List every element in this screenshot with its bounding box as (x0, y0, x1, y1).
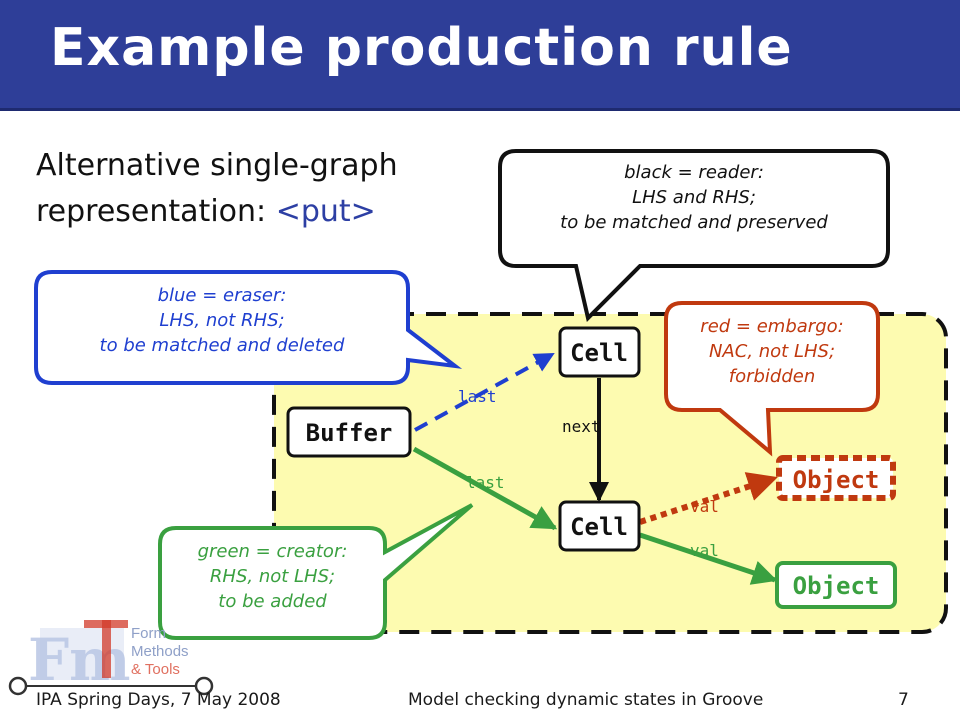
callout-embargo-shape (664, 301, 880, 457)
node-cell-bottom-box (558, 500, 641, 552)
edge-label-last-blue: last (458, 387, 497, 406)
callout-creator-text: green = creator: RHS, not LHS; to be add… (160, 539, 385, 614)
callout-eraser-shape (34, 270, 463, 385)
node-cell-bottom-label: Cell (570, 513, 628, 541)
callout-creator-line-2: RHS, not LHS; (209, 566, 336, 587)
node-object-red-box (776, 455, 896, 501)
callout-creator-line-1: green = creator: (197, 541, 348, 562)
edge-val-red (639, 472, 778, 525)
slide-title: Example production rule (50, 18, 793, 78)
fmt-logo-line-3: & Tools (131, 661, 180, 678)
footer-left: IPA Spring Days, 7 May 2008 (36, 690, 281, 710)
edge-label-val-green: val (690, 541, 719, 560)
callout-embargo-line-2: NAC, not LHS; (708, 341, 836, 362)
node-object-green-box (775, 561, 897, 609)
page-number: 7 (898, 690, 909, 710)
subtitle-line-2-text: representation: (36, 194, 267, 229)
node-buffer-label: Buffer (306, 419, 393, 447)
subtitle-line-1: Alternative single-graph (36, 148, 398, 183)
node-cell-top-label: Cell (570, 339, 628, 367)
callout-creator-line-3: to be added (218, 591, 327, 612)
callout-reader-line-1: black = reader: (624, 162, 764, 183)
subtitle-line-2: representation: <put> (36, 189, 398, 235)
edge-last-blue (414, 352, 555, 432)
callout-eraser-line-2: LHS, not RHS; (159, 310, 285, 331)
edge-label-val-red: val (690, 497, 719, 516)
callout-eraser-line-3: to be matched and deleted (99, 335, 345, 356)
callout-embargo-text: red = embargo: NAC, not LHS; forbidden (666, 314, 878, 389)
node-object-green-label: Object (793, 572, 880, 600)
callout-reader-line-3: to be matched and preserved (560, 212, 828, 233)
footer-knob-right (194, 676, 214, 696)
edge-last-green (412, 446, 558, 531)
subtitle-code: <put> (275, 194, 376, 229)
node-cell-top-box (558, 326, 641, 378)
callout-creator-shape (158, 503, 474, 640)
callout-eraser-text: blue = eraser: LHS, not RHS; to be match… (36, 283, 408, 358)
callout-embargo-line-3: forbidden (728, 366, 816, 387)
edge-label-next: next (562, 417, 601, 436)
fmt-logo-line-2: Methods (131, 643, 189, 660)
edge-label-last-green: last (466, 473, 505, 492)
callout-embargo-line-1: red = embargo: (700, 316, 844, 337)
edge-val-green (639, 532, 778, 585)
node-buffer-box (286, 406, 412, 458)
footer-knob-left (8, 676, 28, 696)
fmt-logo-line-1: Form (131, 625, 166, 642)
callout-reader-text: black = reader: LHS and RHS; to be match… (500, 160, 888, 235)
footer-center: Model checking dynamic states in Groove (408, 690, 764, 710)
node-object-red-label: Object (793, 466, 880, 494)
fmt-logo-letters: Fm (28, 626, 131, 694)
callout-eraser-line-1: blue = eraser: (157, 285, 287, 306)
slide-subtitle: Alternative single-graph representation:… (36, 143, 398, 235)
callout-reader-shape (498, 149, 890, 322)
callout-reader-line-2: LHS and RHS; (632, 187, 756, 208)
fmt-logo: Fm Form Methods & Tools (28, 620, 189, 694)
title-bar (0, 0, 960, 111)
